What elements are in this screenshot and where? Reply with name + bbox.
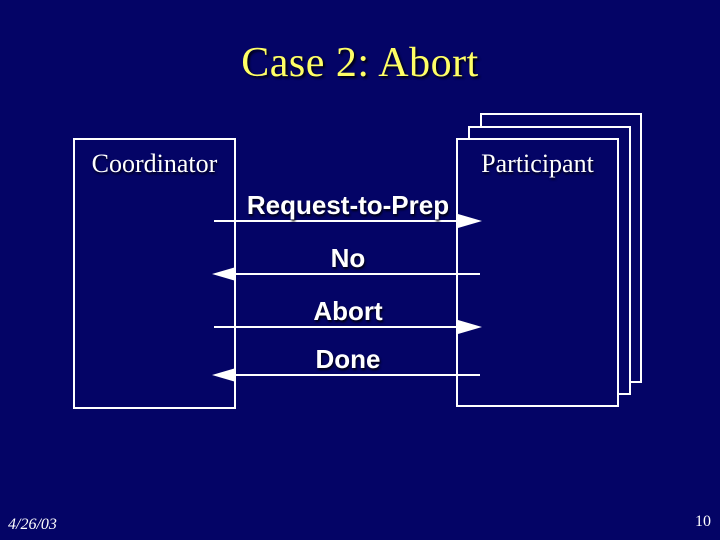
footer-date: 4/26/03 [8,516,57,533]
slide-title: Case 2: Abort [241,40,479,86]
participant-label: Participant [481,149,594,178]
coordinator-label: Coordinator [91,149,218,178]
message-label-done: Done [315,344,381,374]
participant-box-front: Participant [456,138,619,407]
coordinator-box: Coordinator [73,138,236,409]
message-label-no: No [330,243,366,273]
message-label-abort: Abort [313,296,383,326]
slide-number: 10 [695,513,711,530]
message-label-request-to-prepare: Request-to-Prep [246,190,450,220]
